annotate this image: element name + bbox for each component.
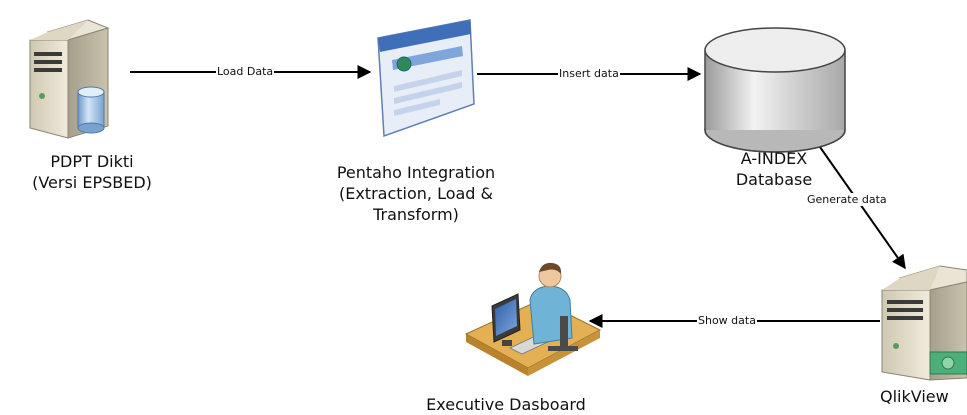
database-cylinder-icon [704, 27, 846, 153]
pentaho-label-line2: (Extraction, Load & [338, 184, 494, 203]
pentaho-label-line1: Pentaho Integration [336, 163, 496, 182]
server-money-icon [881, 265, 967, 381]
qlikview-label-line1: QlikView [880, 387, 949, 406]
edge-generate-data-label: Generate data [806, 193, 888, 206]
pentaho-label-line3: Transform) [373, 205, 459, 224]
edge-insert-data-label: Insert data [558, 67, 620, 80]
pdpt-label-line2: (Versi EPSBED) [32, 173, 152, 192]
executive-label: Executive Dasboard [416, 394, 596, 415]
executive-label-line1: Executive Dasboard [426, 395, 586, 414]
user-at-workstation-icon [464, 262, 602, 376]
web-application-icon [377, 19, 475, 138]
pdpt-label-line1: PDPT Dikti [50, 152, 134, 171]
aindex-label: A-INDEX Database [704, 148, 844, 190]
aindex-label-line2: Database [735, 170, 813, 189]
pentaho-label: Pentaho Integration (Extraction, Load & … [316, 162, 516, 225]
edge-load-data-label: Load Data [216, 65, 275, 78]
server-database-icon [29, 19, 110, 139]
pdpt-label: PDPT Dikti (Versi EPSBED) [18, 151, 166, 193]
aindex-label-line1: A-INDEX [740, 149, 808, 168]
edge-show-data-label: Show data [697, 314, 757, 327]
qlikview-label: QlikView [880, 386, 966, 407]
